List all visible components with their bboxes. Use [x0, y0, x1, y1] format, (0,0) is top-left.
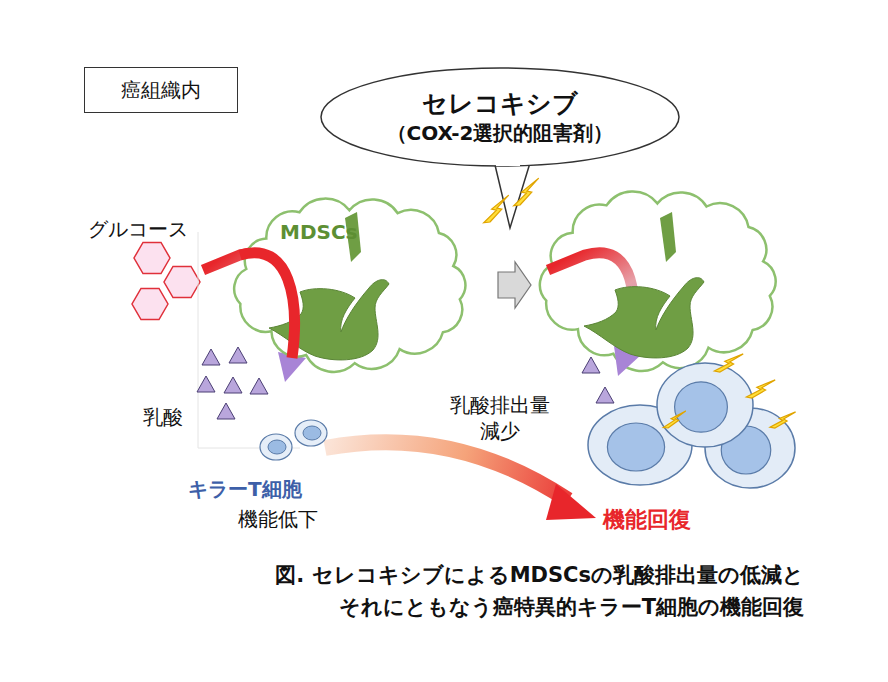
lightning-bolt — [484, 195, 509, 223]
figure-caption: 図. セレコキシブによるMDSCsの乳酸排出量の低減と それにともなう癌特異的キ… — [84, 560, 804, 623]
lactate-triangle — [229, 347, 247, 363]
mdsc-process — [660, 212, 676, 262]
t-cell-large — [588, 405, 692, 485]
effect-label: 乳酸排出量 減少 — [430, 392, 570, 444]
lightning-bolt — [514, 178, 539, 206]
lactate-triangle — [217, 403, 235, 419]
lightning-bolt — [770, 412, 796, 428]
lactate-triangle — [224, 377, 242, 393]
t-cell-nucleus — [303, 426, 321, 440]
lactate-triangle — [250, 378, 268, 394]
node-heading: 癌組織内 — [121, 77, 201, 104]
t-cell-small — [295, 420, 327, 446]
mdsc-cell — [584, 278, 704, 358]
recovery-arrow — [325, 442, 568, 500]
glucose-hexagon — [134, 242, 170, 273]
mdsc-cloud — [540, 191, 776, 370]
node-heading: セレコキシブ — [422, 87, 578, 121]
recovery-label: 機能回復 — [603, 506, 691, 535]
lactate-label: 乳酸 — [143, 404, 183, 430]
t-cell-large — [657, 363, 753, 447]
glucose-hexagon — [132, 288, 168, 319]
mdsc-cloud: MDSCs — [228, 195, 476, 373]
t-cell-nucleus — [268, 440, 286, 454]
lightning-bolt — [746, 380, 775, 398]
region-box: 癌組織内 — [84, 67, 238, 113]
drug-bubble: セレコキシブ（COX-2選択的阻害剤） — [320, 67, 680, 167]
lactate-triangle — [582, 357, 600, 373]
t-cell-nucleus — [675, 382, 728, 432]
t-cell-label: キラーT細胞 — [188, 476, 302, 502]
lightning-bolt — [663, 411, 685, 428]
transition-arrow — [498, 262, 531, 308]
node-heading: MDSCs — [280, 219, 358, 246]
lactate-triangle — [596, 387, 614, 403]
recovery-arrowhead — [546, 484, 596, 520]
node-subtext: （COX-2選択的阻害剤） — [387, 120, 614, 147]
lactate-triangle — [202, 349, 220, 365]
status-label: 機能低下 — [238, 506, 318, 532]
t-cell-small — [260, 434, 292, 460]
lightning-bolt — [714, 354, 743, 372]
glucose-hexagon — [164, 266, 200, 297]
lactate-triangle — [197, 376, 215, 392]
glucose-label: グルコース — [88, 216, 188, 242]
t-cell-nucleus — [607, 423, 664, 471]
